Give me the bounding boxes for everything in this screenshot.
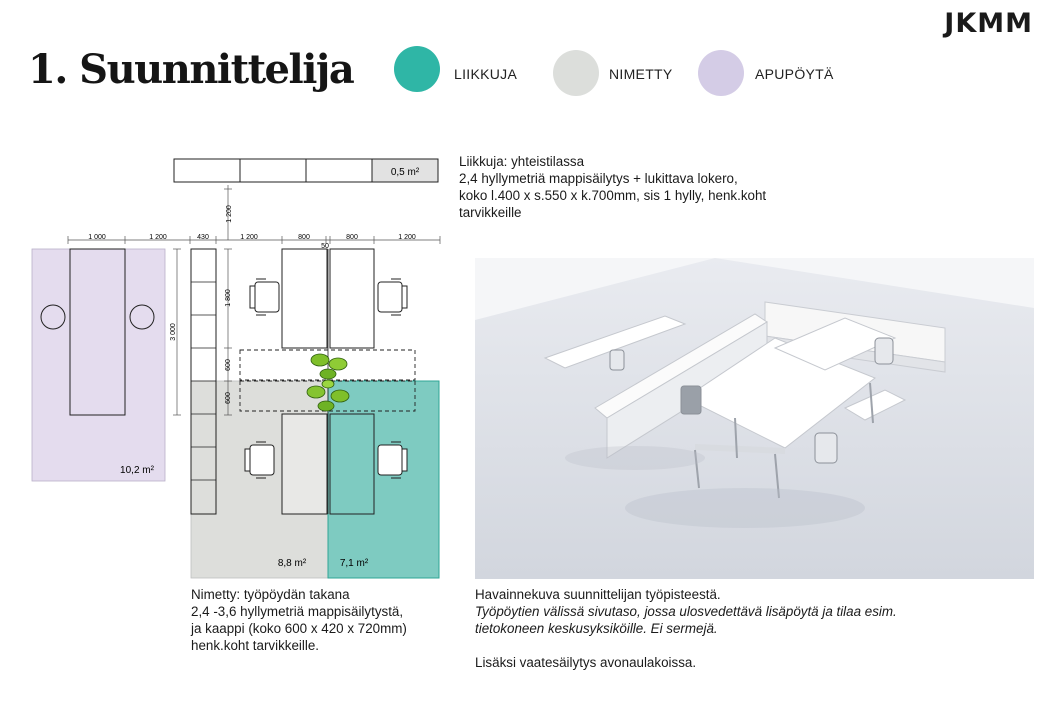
- legend-label-nimetty: NIMETTY: [609, 66, 673, 82]
- dim-top-5: 800: [298, 234, 310, 241]
- area-label-liikkuja: 7,1 m²: [340, 558, 369, 569]
- text-liikkuja-line-2: 2,4 hyllymetriä mappisäilytys + lukittav…: [459, 171, 738, 186]
- workstation-render: [475, 258, 1034, 579]
- plant-icon: [306, 353, 350, 412]
- dim-top-6: 50: [321, 243, 329, 250]
- chair-icon: [249, 278, 280, 316]
- render-caption-italic-1: Työpöytien välissä sivutaso, jossa ulosv…: [475, 604, 897, 619]
- chair-icon: [377, 441, 408, 479]
- dim-top-3: 430: [197, 234, 209, 241]
- render-caption-title: Havainnekuva suunnittelijan työpisteestä…: [475, 587, 721, 602]
- render-caption-italic-2: tietokoneen keskusyksiköille. Ei sermejä…: [475, 621, 718, 636]
- floor-plan: 0,5 m² 1 200 1 000 1 200 430 1 200 800 5…: [31, 158, 441, 579]
- text-nimetty: Nimetty: työpöydän takana 2,4 -3,6 hylly…: [191, 586, 461, 654]
- legend-label-apupoyta: APUPÖYTÄ: [755, 66, 834, 82]
- dim-gap-2: 600: [225, 392, 232, 404]
- area-label-apupoyta: 10,2 m²: [120, 465, 155, 476]
- render-caption: Havainnekuva suunnittelijan työpisteestä…: [475, 586, 1015, 671]
- area-label-nimetty: 8,8 m²: [278, 558, 307, 569]
- text-liikkuja-line-4: tarvikkeille: [459, 205, 522, 220]
- legend-swatch-liikkuja: [394, 46, 440, 92]
- text-liikkuja-line-1: Liikkuja: yhteistilassa: [459, 154, 585, 169]
- text-nimetty-line-1: Nimetty: työpöydän takana: [191, 587, 350, 602]
- text-nimetty-line-2: 2,4 -3,6 hyllymetriä mappisäilytystä,: [191, 604, 404, 619]
- area-apupoyta: [31, 248, 166, 482]
- render-caption-extra: Lisäksi vaatesäilytys avonaulakoissa.: [475, 655, 697, 670]
- dim-top-4: 1 200: [240, 234, 258, 241]
- legend-label-liikkuja: LIIKKUJA: [454, 66, 518, 82]
- text-nimetty-line-3: ja kaappi (koko 600 x 420 x 720mm): [191, 621, 407, 636]
- dim-vertical-top: 1 200: [226, 205, 233, 223]
- page-title: 1. Suunnittelija: [28, 46, 355, 93]
- dim-top-1: 1 000: [88, 234, 106, 241]
- legend-swatch-apupoyta: [698, 50, 744, 96]
- text-liikkuja: Liikkuja: yhteistilassa 2,4 hyllymetriä …: [459, 153, 839, 221]
- brand-logo: JKMM: [944, 8, 1033, 39]
- text-liikkuja-line-3: koko l.400 x s.550 x k.700mm, sis 1 hyll…: [459, 188, 767, 203]
- legend-swatch-nimetty: [553, 50, 599, 96]
- dim-gap-1: 600: [225, 359, 232, 371]
- chair-icon: [377, 278, 408, 316]
- dim-top-8: 1 200: [398, 234, 416, 241]
- dim-side: 3 000: [170, 323, 177, 341]
- chair-icon: [244, 441, 275, 479]
- dim-top-2: 1 200: [149, 234, 167, 241]
- dim-top-7: 800: [346, 234, 358, 241]
- text-nimetty-line-4: henk.koht tarvikkeille.: [191, 638, 320, 653]
- area-label-top: 0,5 m²: [391, 167, 420, 178]
- dim-desk: 1 800: [225, 289, 232, 307]
